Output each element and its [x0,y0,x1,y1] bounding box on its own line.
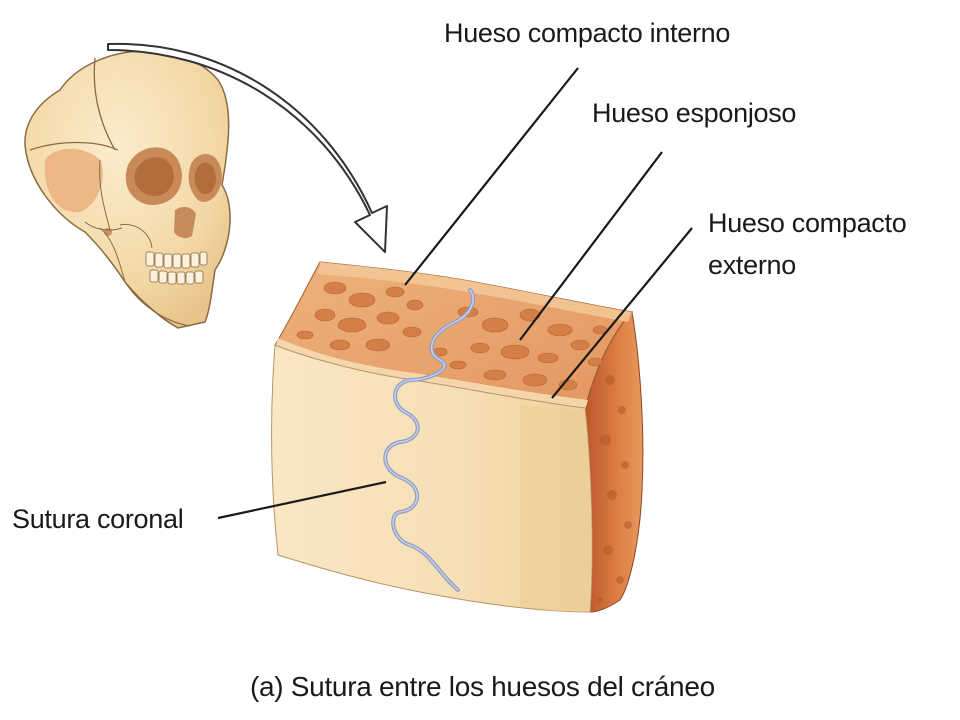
label-outer-compact-bone-line1: Hueso compacto [708,208,906,238]
label-spongy-bone: Hueso esponjoso [592,98,796,128]
curved-arrow [107,42,388,253]
bone-block [271,261,644,613]
leader-coronal-suture [217,480,387,520]
figure-caption: (a) Sutura entre los huesos del cráneo [250,671,715,702]
skull-illustration [24,50,231,329]
leader-outer-compact [551,227,693,399]
leader-inner-compact [404,67,579,286]
leader-spongy [519,151,663,341]
label-outer-compact-bone-line2: externo [708,250,796,280]
label-inner-compact-bone: Hueso compacto interno [444,18,730,48]
label-coronal-suture: Sutura coronal [12,504,183,534]
